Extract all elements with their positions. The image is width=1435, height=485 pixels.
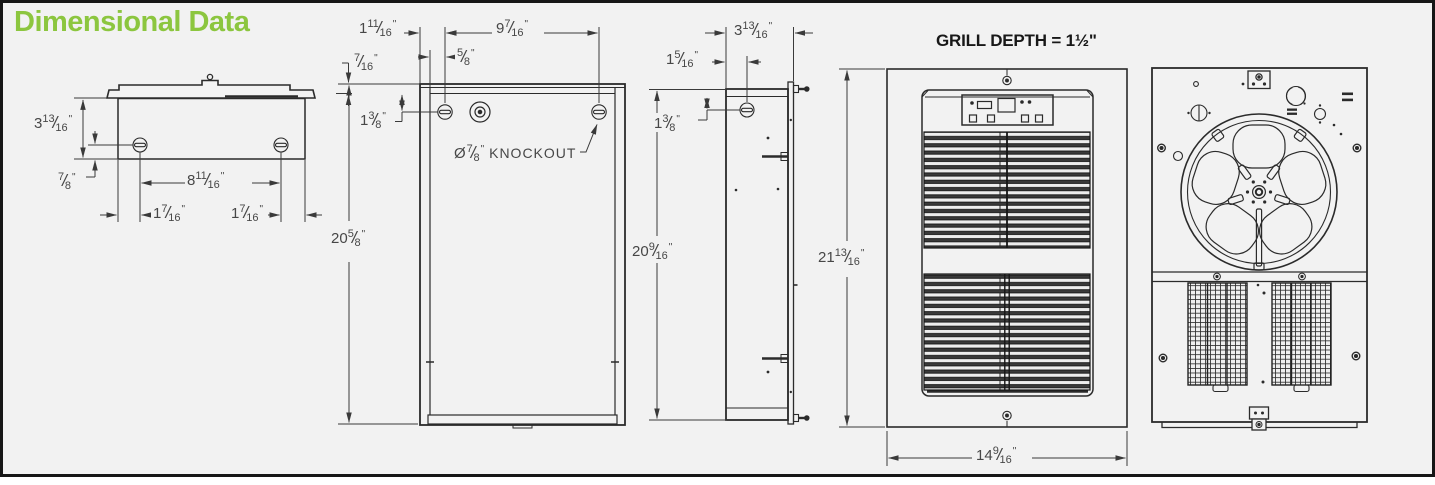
striped-knob xyxy=(1285,85,1307,107)
upper-louvers xyxy=(923,131,1091,249)
heating-element-mesh-left xyxy=(1187,282,1248,393)
side-brackets xyxy=(762,152,789,363)
mounting-keyhole-right xyxy=(591,104,607,120)
knockout-label: Ø7/8" KNOCKOUT xyxy=(452,143,579,164)
mounting-bolt-top xyxy=(792,84,810,94)
dim-grill-height: 2113/16" xyxy=(816,247,867,268)
mounting-keyhole-left xyxy=(132,137,148,153)
grill-screw-top xyxy=(1002,75,1012,86)
rivet-dots xyxy=(734,118,792,394)
dim-front-top-hole: 13/8" xyxy=(358,110,388,131)
dim-front-edge-hole: 111/16" xyxy=(357,18,399,39)
back-panel xyxy=(1151,67,1368,423)
back-view-drawing xyxy=(1151,67,1368,431)
grill-depth-heading: GRILL DEPTH = 1½" xyxy=(933,31,1100,51)
hardware-details xyxy=(1156,81,1362,384)
fan-wheel xyxy=(1180,113,1338,271)
front-view-outer-can xyxy=(419,83,626,426)
mounting-keyhole-left xyxy=(437,104,453,120)
dim-top-hole-left: 17/16" xyxy=(151,203,188,224)
grill-dimension-lines xyxy=(839,68,1128,466)
bottom-connector xyxy=(1248,406,1270,431)
front-view-dimension-lines xyxy=(336,27,600,425)
dim-grill-width: 149/16" xyxy=(974,445,1019,466)
top-view-cover xyxy=(105,73,317,99)
wall-mount-flange xyxy=(787,81,795,425)
dim-front-hole-spacing: 97/16" xyxy=(494,18,531,39)
top-view-dimension-lines xyxy=(74,97,322,222)
side-view-drawing xyxy=(649,27,813,425)
fan-spokes xyxy=(1211,128,1307,271)
dim-side-depth: 313/16" xyxy=(732,20,775,41)
grill-screw-bottom xyxy=(1002,410,1012,421)
dim-top-hole-right: 17/16" xyxy=(229,203,266,224)
mounting-bolt-bottom xyxy=(792,413,810,423)
side-view-dimension-lines xyxy=(649,27,813,421)
top-bracket xyxy=(1247,70,1271,90)
top-view-drawing xyxy=(74,73,322,222)
dim-top-depth: 313/16" xyxy=(32,113,75,134)
top-view-body xyxy=(117,97,306,160)
dim-side-height: 209/16" xyxy=(630,241,675,262)
side-view-body xyxy=(725,88,789,421)
control-panel xyxy=(961,94,1054,126)
dim-front-inset: 5/8" xyxy=(455,47,477,68)
dim-top-hole-spacing: 811/16" xyxy=(185,170,227,191)
dim-side-edge-hole: 15/16" xyxy=(664,49,701,70)
page-title: Dimensional Data xyxy=(14,6,250,38)
lower-louvers xyxy=(923,273,1091,391)
fan-petals xyxy=(1191,124,1327,255)
grill-view-drawing xyxy=(839,68,1128,466)
grill-panel xyxy=(921,89,1094,397)
mounting-keyhole xyxy=(739,102,755,118)
dim-front-height: 205/8" xyxy=(329,228,368,249)
mounting-keyhole-right xyxy=(273,137,289,153)
front-view-drawing xyxy=(336,27,626,429)
knockout-circle xyxy=(469,101,491,123)
divider-screws xyxy=(1213,272,1306,281)
dim-front-lip: 7/16" xyxy=(352,52,380,73)
bottom-tab xyxy=(512,423,533,429)
heating-element-mesh-right xyxy=(1271,282,1332,393)
dim-top-back-offset: 7/8" xyxy=(56,171,78,192)
fan-hub xyxy=(1245,180,1273,204)
dim-side-top-hole: 13/8" xyxy=(652,113,682,134)
